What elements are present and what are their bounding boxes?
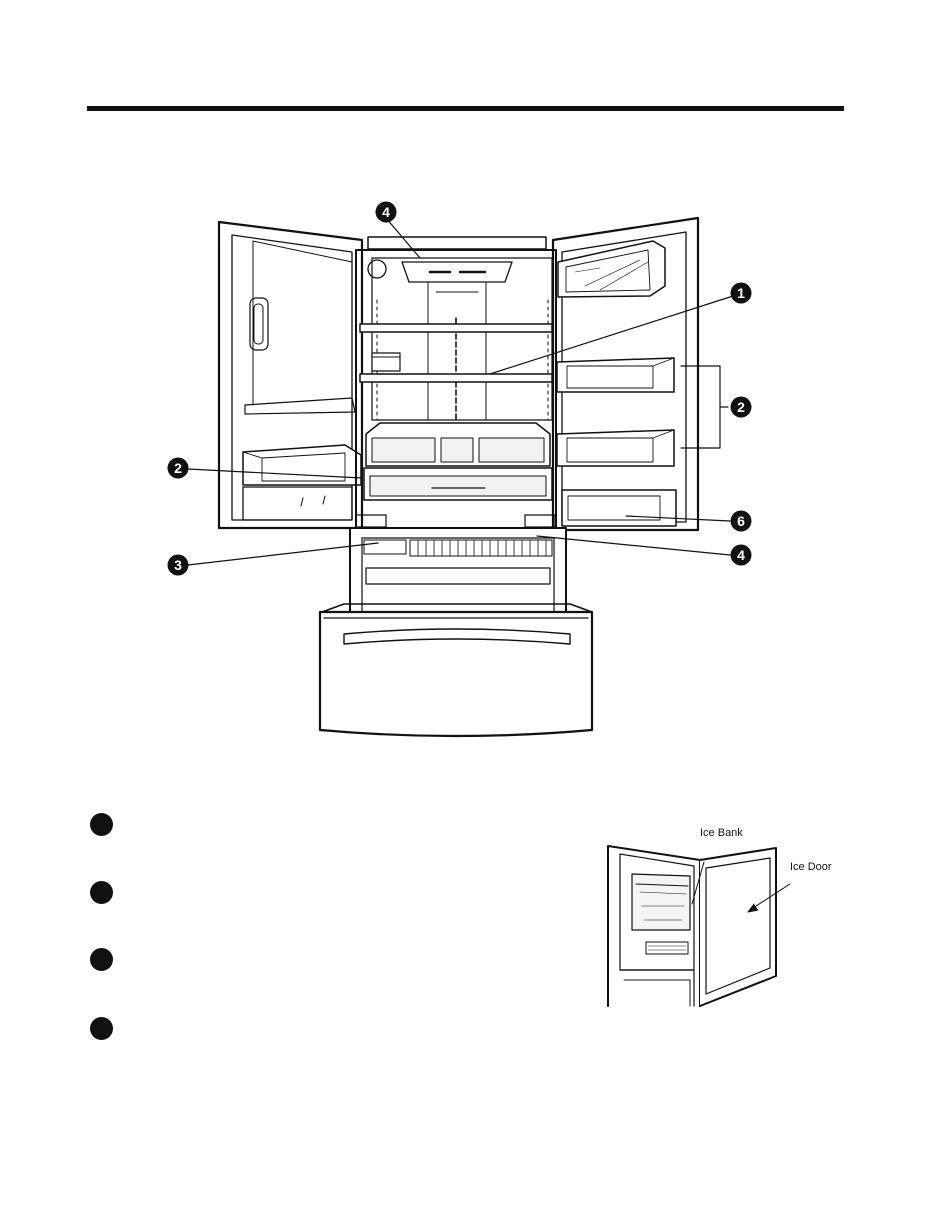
ice-door-label: Ice Door <box>790 861 832 873</box>
legend-bullet-2 <box>90 881 113 904</box>
legend-bullet-3 <box>90 948 113 971</box>
svg-text:2: 2 <box>737 399 745 415</box>
svg-text:2: 2 <box>174 460 182 476</box>
callout-right-lower-bin: 6 <box>730 510 752 532</box>
callout-lower-light: 4 <box>730 544 752 566</box>
ice-compartment-inset <box>607 845 790 1007</box>
callout-ice-section: 3 <box>167 554 189 576</box>
callout-door-bin-left: 2 <box>167 457 189 479</box>
svg-text:3: 3 <box>174 557 182 573</box>
svg-text:4: 4 <box>382 204 390 220</box>
svg-text:4: 4 <box>737 547 745 563</box>
callout-shelf: 1 <box>730 282 752 304</box>
top-rule <box>87 106 844 111</box>
callout-door-bin-right: 2 <box>730 396 752 418</box>
legend-bullet-1 <box>90 813 113 836</box>
ice-bank-label: Ice Bank <box>700 828 743 839</box>
callout-top-light: 4 <box>375 201 397 223</box>
legend-bullet-4 <box>90 1017 113 1040</box>
svg-text:1: 1 <box>737 285 745 301</box>
svg-text:6: 6 <box>737 513 745 529</box>
